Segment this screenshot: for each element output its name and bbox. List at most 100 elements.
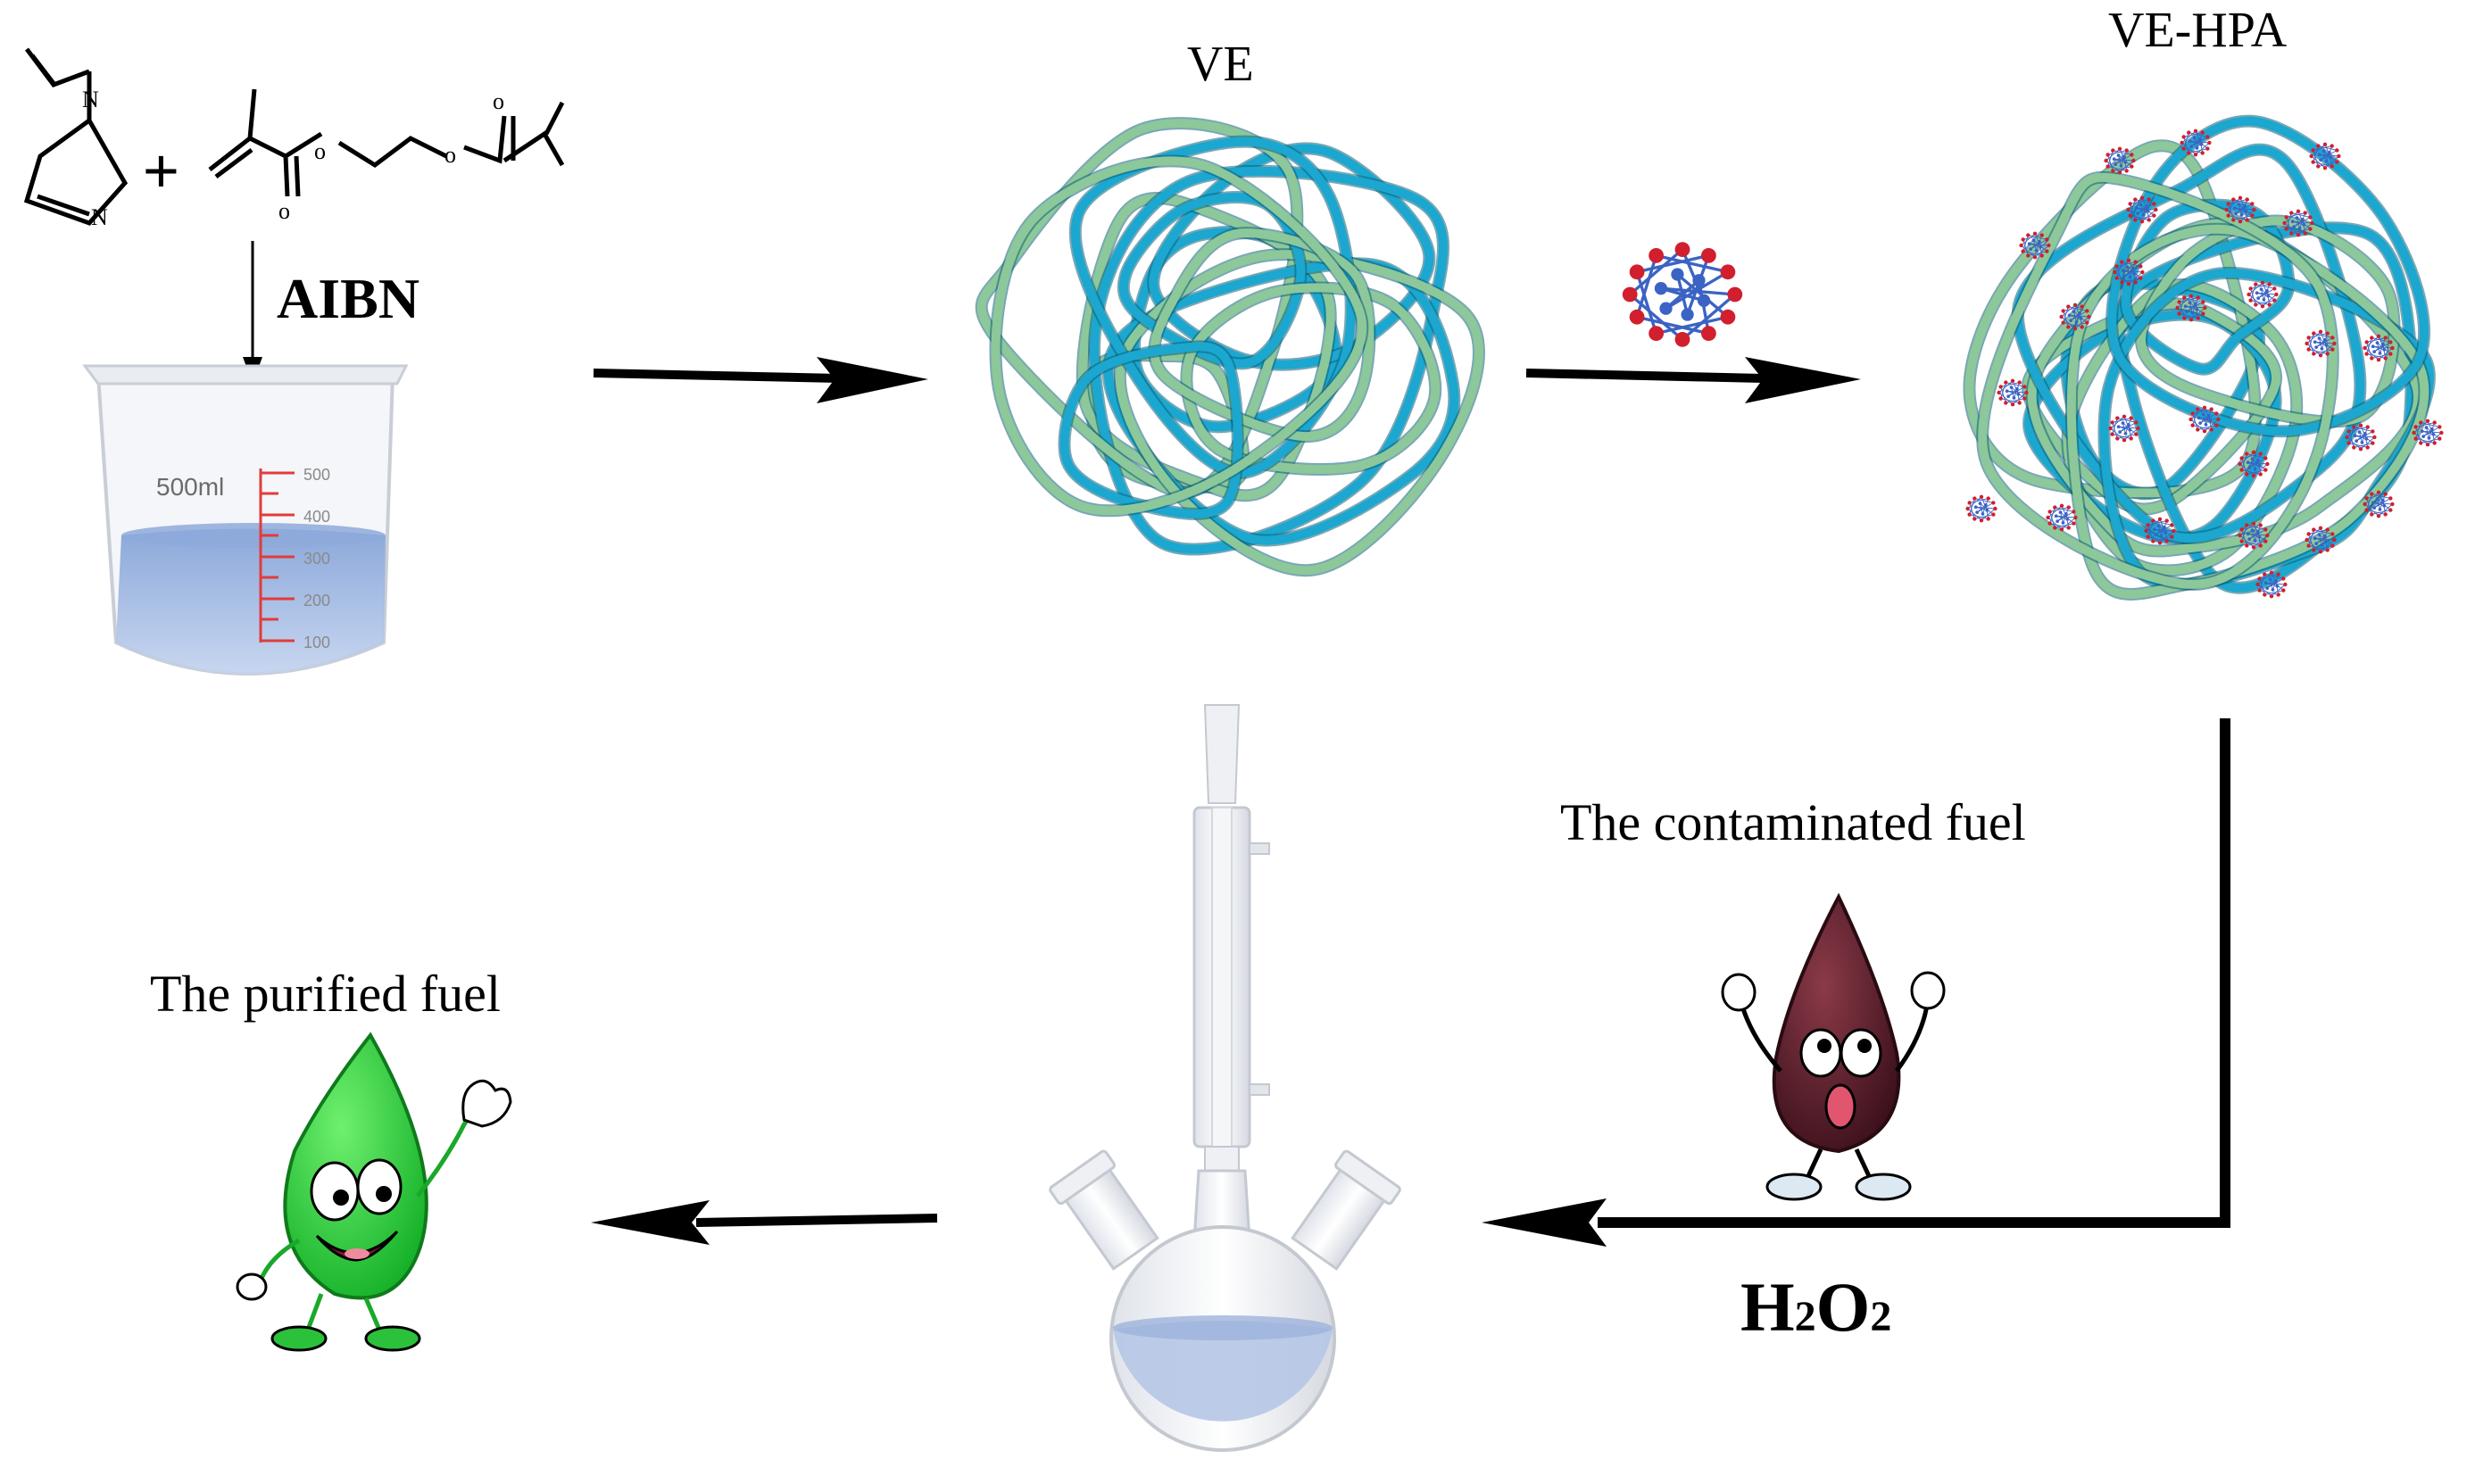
cluster-bond: [2257, 572, 2272, 585]
embedded-hpa-cluster: [2363, 334, 2395, 362]
cluster-atom: [2129, 416, 2133, 420]
beaker-graduation-label: 200: [303, 592, 330, 609]
cluster-bond: [2247, 525, 2266, 530]
cluster-atom: [2330, 336, 2335, 340]
cluster-atom: [2250, 457, 2255, 460]
cluster-atom: [2429, 427, 2434, 431]
cluster-atom: [2045, 237, 2049, 242]
cluster-atom: [2318, 550, 2323, 554]
cluster-bond: [2079, 312, 2083, 327]
cluster-atom: [2390, 502, 2395, 507]
cluster-atom: [2123, 432, 2128, 435]
cluster-bond: [2130, 199, 2149, 204]
polymer-strand: [1070, 137, 1356, 477]
embedded-hpa-cluster: [2175, 294, 2207, 322]
cluster-atom: [1983, 503, 1988, 507]
cluster-bond: [2130, 215, 2149, 220]
arrow-to-ve-hpa: [1525, 357, 1861, 403]
cluster-atom: [2134, 432, 2139, 436]
cluster-atom: [2133, 218, 2138, 222]
cluster-atom: [1727, 286, 1743, 303]
cluster-bond: [2116, 266, 2122, 283]
cluster-bond: [2233, 215, 2253, 220]
cluster-bond: [2113, 166, 2132, 171]
cluster-bond: [2297, 222, 2313, 236]
cluster-atom: [2134, 206, 2139, 211]
cluster-atom: [2309, 153, 2313, 159]
cluster-atom: [2252, 207, 2256, 212]
cluster-atom: [2269, 570, 2274, 575]
cluster-bond: [2348, 431, 2355, 448]
cluster-atom: [2322, 338, 2327, 342]
cluster-atom: [2250, 213, 2255, 218]
cluster-bond: [2247, 453, 2266, 459]
cluster-atom: [2034, 249, 2039, 253]
cluster-bond: [2311, 144, 2326, 157]
cluster-atom: [2257, 588, 2262, 593]
cluster-atom: [2188, 417, 2193, 422]
cluster-atom: [2017, 401, 2022, 405]
cluster-bond: [1629, 293, 1684, 341]
cluster-bond: [2183, 148, 2203, 153]
cluster-atom: [2197, 137, 2202, 141]
cluster-bond: [2259, 590, 2279, 595]
cluster-atom: [2108, 426, 2113, 431]
cluster-atom: [2330, 164, 2334, 169]
cluster-bond: [2117, 418, 2137, 423]
polymer-label: VE: [1187, 37, 1254, 92]
cluster-atom: [1697, 294, 1711, 307]
cluster-atom: [2258, 452, 2263, 456]
cluster-atom: [2185, 310, 2189, 313]
cluster-atom: [2325, 331, 2330, 336]
cluster-atom: [2105, 153, 2110, 157]
cluster-atom: [2066, 325, 2071, 329]
cluster-atom: [1674, 242, 1690, 257]
cluster-atom: [2364, 340, 2369, 344]
oxidant-h: H: [1740, 1268, 1795, 1346]
cluster-atom: [2265, 461, 2270, 467]
polymer-network-icon: [975, 117, 1485, 577]
cluster-atom: [2085, 320, 2089, 325]
cluster-bond: [2413, 420, 2429, 434]
cluster-bond: [2146, 530, 2161, 543]
cluster-atom: [2159, 535, 2164, 538]
cluster-atom: [2295, 216, 2299, 220]
cluster-bond: [1967, 496, 1982, 510]
cluster-atom: [1973, 517, 1977, 521]
cluster-atom: [2244, 209, 2248, 213]
cluster-atom: [2202, 429, 2207, 434]
embedded-hpa-cluster: [2255, 570, 2288, 599]
cluster-atom: [1967, 501, 1972, 505]
cluster-atom: [2189, 145, 2194, 148]
cluster-atom: [2193, 303, 2197, 306]
cluster-bond: [2415, 422, 2421, 439]
cluster-bond: [2354, 427, 2373, 432]
cluster-bond: [2275, 580, 2280, 595]
cluster-atom: [2188, 139, 2192, 144]
cluster-bond: [1656, 315, 1729, 336]
cluster-atom: [2122, 414, 2127, 419]
cluster-bond: [2034, 245, 2049, 258]
cluster-bond: [2132, 268, 2137, 283]
cluster-bond: [1974, 498, 1994, 503]
cluster-atom: [2054, 514, 2058, 518]
cluster-atom: [2247, 466, 2252, 469]
cluster-atom: [2239, 213, 2244, 217]
cluster-bond: [2128, 197, 2143, 211]
cluster-atom: [2251, 521, 2256, 526]
cluster-atom: [1967, 512, 1972, 517]
cluster-atom: [2284, 227, 2288, 231]
cluster-bond: [2135, 215, 2155, 220]
cluster-bond: [2311, 155, 2326, 169]
cluster-atom: [2039, 233, 2044, 237]
cluster-bond: [2233, 199, 2253, 204]
cluster-bond: [2146, 205, 2150, 220]
imidazole-n1: N: [82, 87, 99, 112]
embedded-hpa-cluster: [2305, 329, 2337, 358]
beaker-volume-label: 500ml: [156, 473, 224, 501]
cluster-atom: [2239, 539, 2244, 543]
cluster-bond: [2028, 235, 2047, 240]
cluster-atom: [1986, 496, 1990, 501]
cluster-bond: [2302, 219, 2306, 234]
cluster-bond: [2016, 388, 2021, 403]
